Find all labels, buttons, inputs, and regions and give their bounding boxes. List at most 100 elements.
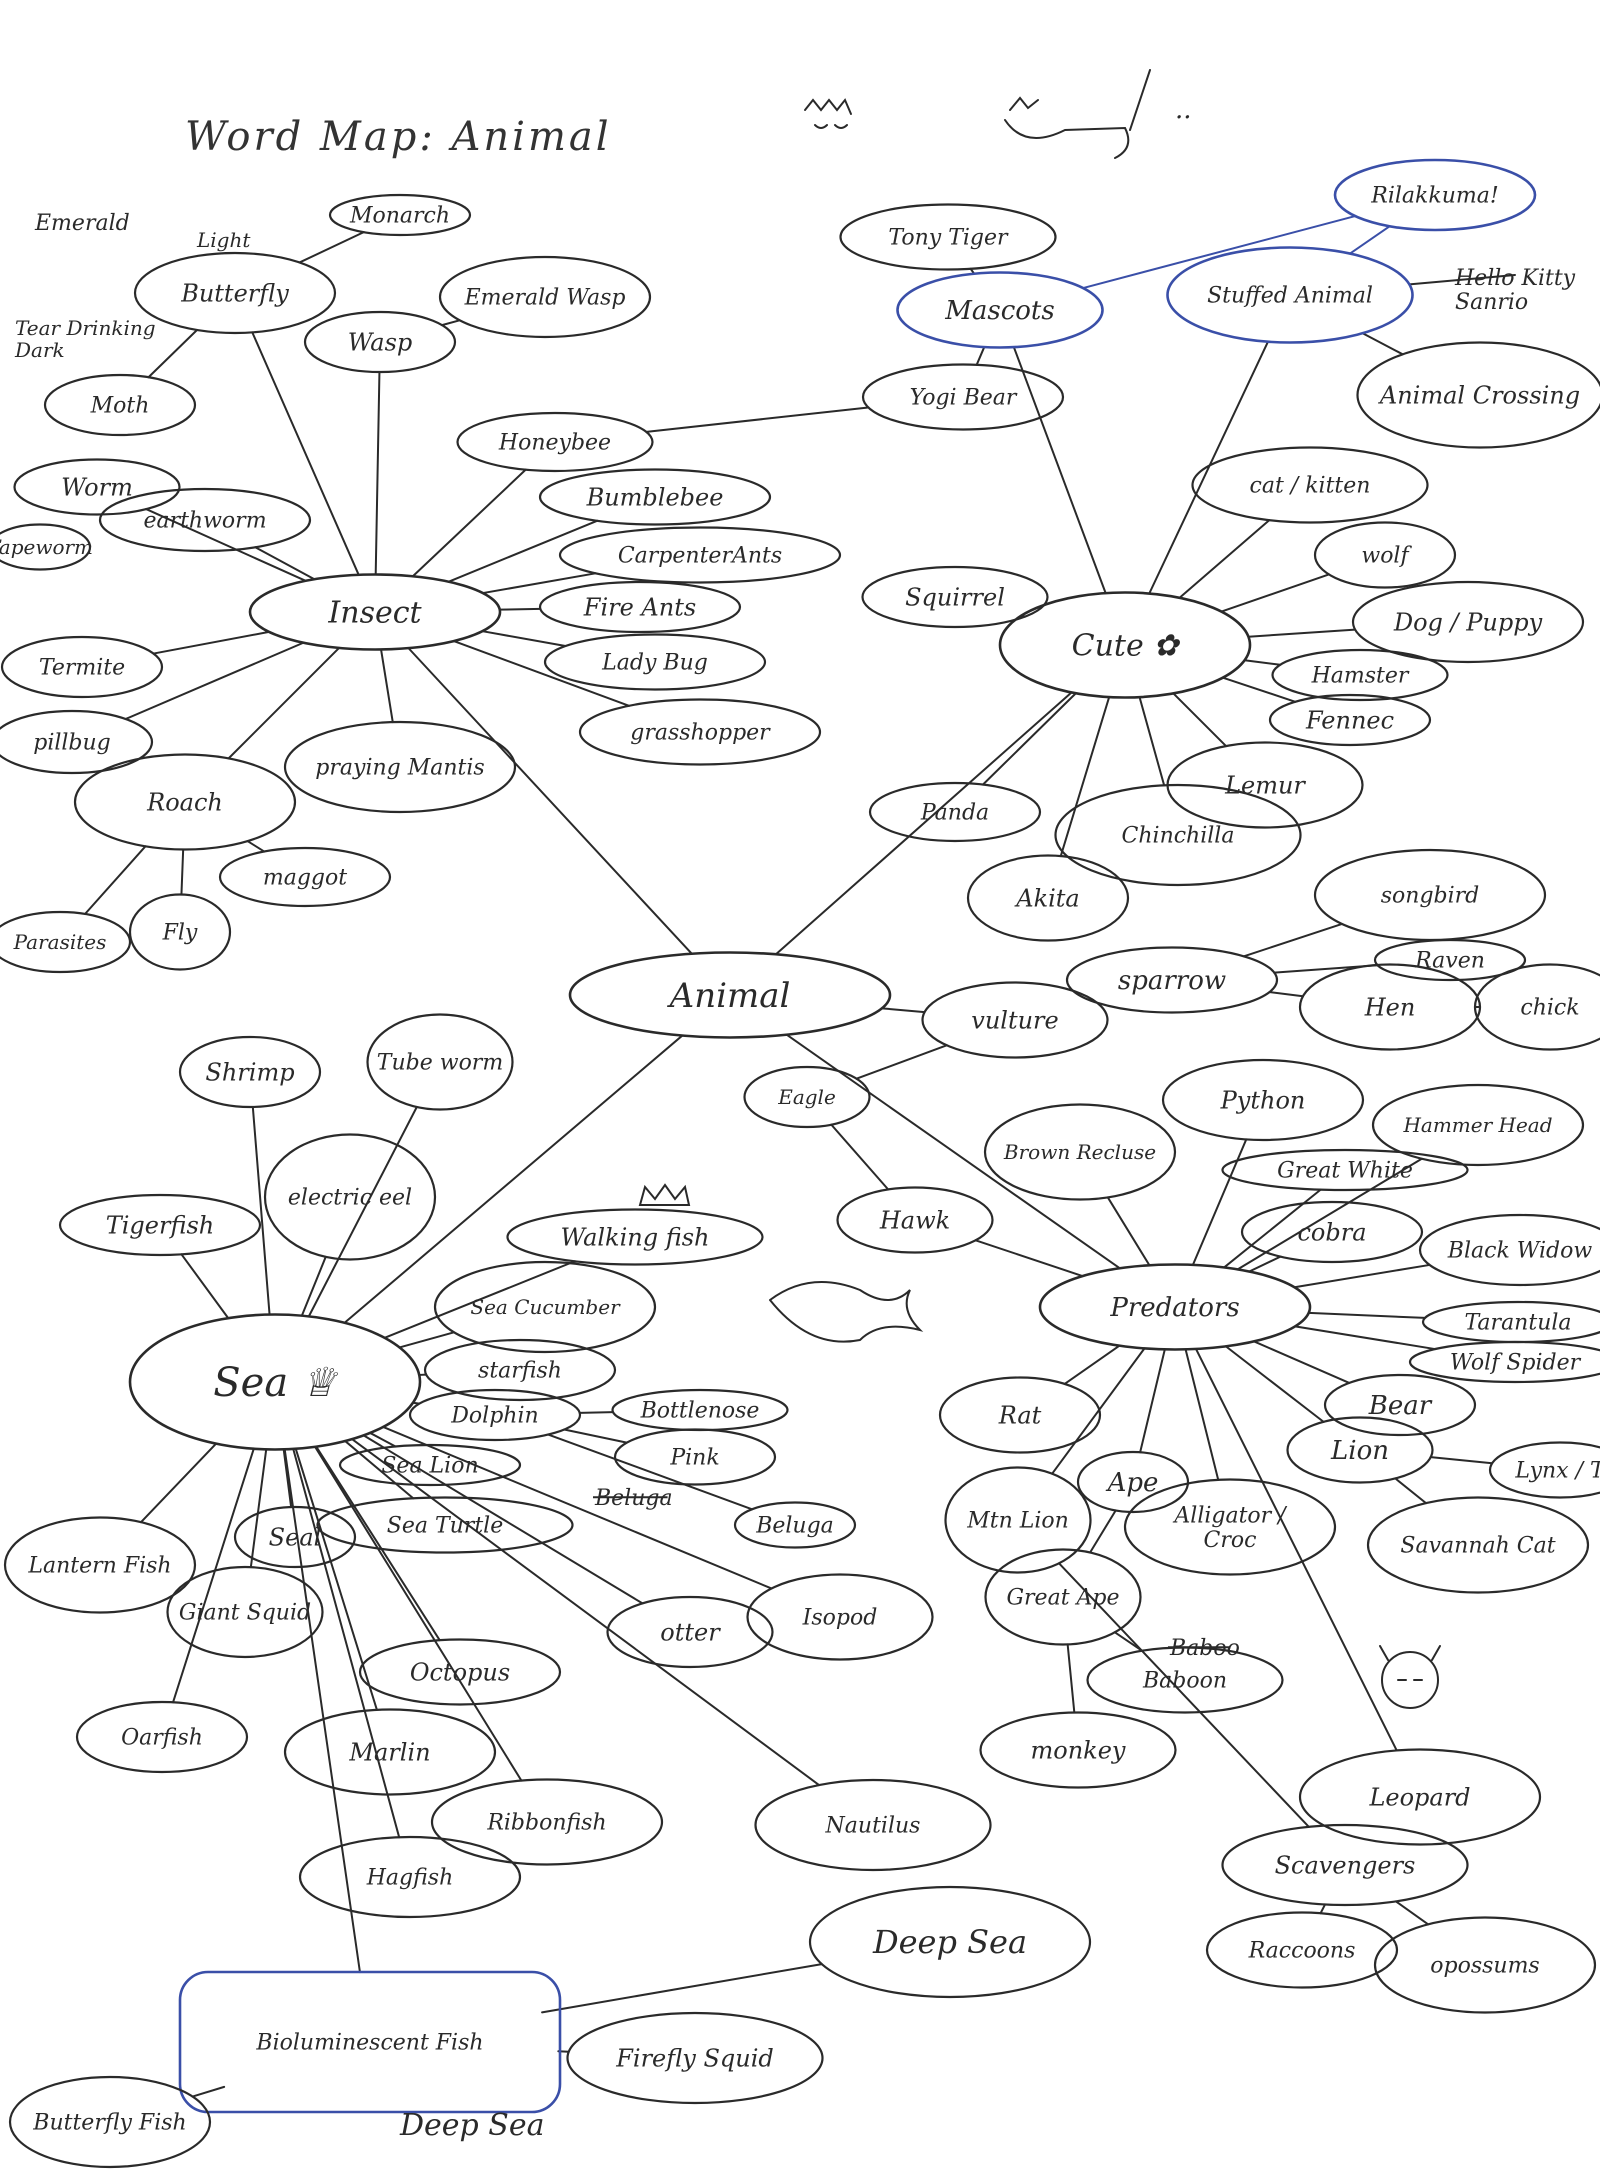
node-octopus[interactable]: Octopus xyxy=(358,1638,562,1706)
node-vulture[interactable]: vulture xyxy=(921,981,1109,1059)
node-akita[interactable]: Akita xyxy=(966,854,1130,942)
node-brown-recluse[interactable]: Brown Recluse xyxy=(983,1103,1177,1201)
node-pink[interactable]: Pink xyxy=(613,1428,777,1486)
node-panda[interactable]: Panda xyxy=(868,781,1042,843)
node-ribbonfish[interactable]: Ribbonfish xyxy=(430,1778,664,1866)
node-worm[interactable]: Worm xyxy=(13,458,181,516)
node-animal[interactable]: Animal xyxy=(568,951,892,1039)
node-starfish[interactable]: starfish xyxy=(423,1338,617,1402)
node-otter[interactable]: otter xyxy=(606,1595,774,1669)
node-emerald-wasp[interactable]: Emerald Wasp xyxy=(438,255,652,339)
node-fly[interactable]: Fly xyxy=(128,893,232,971)
node-raven[interactable]: Raven xyxy=(1373,938,1527,982)
node-praying-mantis[interactable]: praying Mantis xyxy=(283,720,517,814)
node-black-widow[interactable]: Black Widow xyxy=(1418,1213,1600,1287)
node-lemur[interactable]: Lemur xyxy=(1166,741,1364,829)
node-wolf-spider[interactable]: Wolf Spider xyxy=(1408,1340,1600,1384)
node-maggot[interactable]: maggot xyxy=(218,846,392,908)
node-python[interactable]: Python xyxy=(1161,1058,1365,1142)
node-hamster[interactable]: Hamster xyxy=(1271,648,1449,702)
node-carpenter-ants[interactable]: CarpenterAnts xyxy=(558,526,842,584)
node-sea-cucumber[interactable]: Sea Cucumber xyxy=(433,1260,657,1354)
node-savannah-cat[interactable]: Savannah Cat xyxy=(1366,1496,1590,1594)
node-fennec[interactable]: Fennec xyxy=(1268,693,1432,747)
node-isopod[interactable]: Isopod xyxy=(746,1573,934,1661)
node-cat-kitten[interactable]: cat / kitten xyxy=(1191,446,1429,524)
node-mascots[interactable]: Mascots xyxy=(896,271,1104,349)
node-mtn-lion[interactable]: Mtn Lion xyxy=(944,1466,1092,1574)
node-wolf[interactable]: wolf xyxy=(1313,521,1457,589)
node-insect[interactable]: Insect xyxy=(248,573,502,651)
node-earthworm[interactable]: earthworm xyxy=(98,487,312,553)
node-bioluminescent-fish[interactable]: Bioluminescent Fish xyxy=(178,1970,562,2114)
node-beluga[interactable]: Beluga xyxy=(733,1501,857,1549)
node-dolphin[interactable]: Dolphin xyxy=(408,1388,582,1442)
node-hagfish[interactable]: Hagfish xyxy=(298,1835,522,1919)
node-stuffed-animal[interactable]: Stuffed Animal xyxy=(1166,246,1414,344)
node-termite[interactable]: Termite xyxy=(0,635,164,699)
node-tube-worm[interactable]: Tube worm xyxy=(366,1013,514,1111)
node-cobra[interactable]: cobra xyxy=(1240,1200,1424,1264)
node-shrimp[interactable]: Shrimp xyxy=(178,1035,322,1109)
node-chinchilla[interactable]: Chinchilla xyxy=(1054,783,1302,887)
node-roach[interactable]: Roach xyxy=(73,753,297,851)
node-marlin[interactable]: Marlin xyxy=(283,1708,497,1796)
node-bottlenose[interactable]: Bottlenose xyxy=(611,1388,789,1432)
node-moth[interactable]: Moth xyxy=(43,373,197,437)
node-lynx[interactable]: Lynx / T xyxy=(1488,1441,1600,1499)
node-tigerfish[interactable]: Tigerfish xyxy=(58,1193,262,1257)
node-seal[interactable]: Seal xyxy=(233,1505,357,1569)
node-walking-fish[interactable]: Walking fish xyxy=(506,1208,764,1266)
node-squirrel[interactable]: Squirrel xyxy=(861,565,1049,629)
node-lantern-fish[interactable]: Lantern Fish xyxy=(3,1516,197,1614)
node-wasp[interactable]: Wasp xyxy=(303,310,457,374)
node-giant-squid[interactable]: Giant Squid xyxy=(166,1565,324,1659)
node-sea-lion[interactable]: Sea Lion xyxy=(338,1443,522,1487)
node-sea[interactable]: Sea ♕ xyxy=(128,1313,422,1451)
node-tarantula[interactable]: Tarantula xyxy=(1421,1300,1600,1344)
node-alligator[interactable]: Alligator /Croc xyxy=(1123,1478,1337,1576)
node-rat[interactable]: Rat xyxy=(938,1376,1102,1454)
node-sparrow[interactable]: sparrow xyxy=(1065,946,1279,1014)
node-great-ape[interactable]: Great Ape xyxy=(984,1548,1142,1646)
node-predators[interactable]: Predators xyxy=(1038,1263,1312,1351)
node-rilakkuma[interactable]: Rilakkuma! xyxy=(1333,158,1537,232)
node-dog-puppy[interactable]: Dog / Puppy xyxy=(1351,580,1585,664)
node-parasites[interactable]: Parasites xyxy=(0,910,132,974)
node-lion[interactable]: Lion xyxy=(1286,1416,1434,1484)
node-raccoons[interactable]: Raccoons xyxy=(1205,1911,1399,1989)
node-chick[interactable]: chick xyxy=(1473,963,1600,1051)
node-hawk[interactable]: Hawk xyxy=(836,1186,994,1254)
node-sea-turtle[interactable]: Sea Turtle xyxy=(316,1496,574,1554)
node-bear[interactable]: Bear xyxy=(1323,1373,1477,1437)
node-oarfish[interactable]: Oarfish xyxy=(75,1700,249,1774)
node-opossums[interactable]: opossums xyxy=(1373,1916,1597,2014)
node-scavengers[interactable]: Scavengers xyxy=(1221,1823,1469,1907)
node-grasshopper[interactable]: grasshopper xyxy=(578,698,822,766)
node-eagle[interactable]: Eagle xyxy=(743,1065,871,1129)
node-cute[interactable]: Cute ✿ xyxy=(998,591,1252,699)
node-lady-bug[interactable]: Lady Bug xyxy=(543,633,767,691)
node-tony-tiger[interactable]: Tony Tiger xyxy=(839,203,1057,271)
node-hammerhead[interactable]: Hammer Head xyxy=(1371,1083,1585,1167)
node-monkey[interactable]: monkey xyxy=(979,1711,1177,1789)
node-nautilus[interactable]: Nautilus xyxy=(754,1778,992,1872)
node-bumblebee[interactable]: Bumblebee xyxy=(538,468,772,526)
node-monarch[interactable]: Monarch xyxy=(328,193,472,237)
node-honeybee[interactable]: Honeybee xyxy=(456,411,654,473)
node-songbird[interactable]: songbird xyxy=(1313,848,1547,942)
node-great-white[interactable]: Great White xyxy=(1221,1148,1469,1192)
node-deep-sea-node[interactable]: Deep Sea xyxy=(808,1885,1092,1999)
node-pillbug[interactable]: pillbug xyxy=(0,709,154,775)
node-electric-eel[interactable]: electric eel xyxy=(263,1133,437,1261)
node-butterfly[interactable]: Butterfly xyxy=(133,251,337,335)
node-firefly-squid[interactable]: Firefly Squid xyxy=(566,2011,824,2105)
node-yogi-bear[interactable]: Yogi Bear xyxy=(861,363,1065,431)
node-tapeworm[interactable]: Tapeworm xyxy=(0,523,93,571)
node-butterfly-fish[interactable]: Butterfly Fish xyxy=(8,2075,212,2169)
node-fire-ants[interactable]: Fire Ants xyxy=(538,580,742,634)
node-hen[interactable]: Hen xyxy=(1298,963,1482,1051)
node-animal-crossing[interactable]: Animal Crossing xyxy=(1356,341,1600,449)
node-ape[interactable]: Ape xyxy=(1076,1450,1190,1514)
node-leopard[interactable]: Leopard xyxy=(1298,1748,1542,1846)
